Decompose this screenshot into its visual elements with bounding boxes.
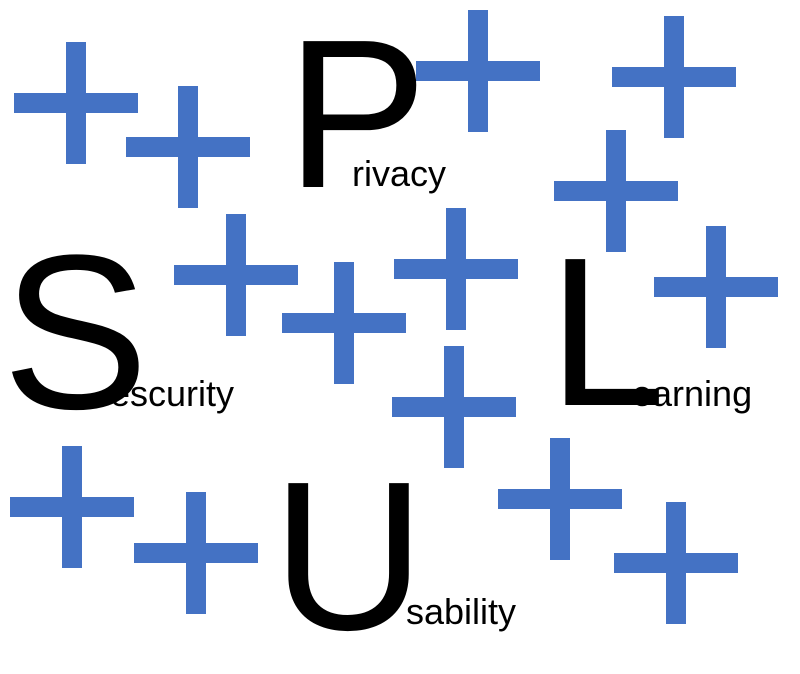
term-privacy-rest: rivacy xyxy=(352,153,447,194)
plus-icon xyxy=(394,208,518,330)
letter-s: S xyxy=(2,209,149,455)
term-security-rest: escurity xyxy=(110,373,235,414)
plus-icon xyxy=(612,16,736,138)
plus-icon xyxy=(554,130,678,252)
term-usability-rest: sability xyxy=(406,591,517,632)
plus-icon xyxy=(392,346,516,468)
plus-icon xyxy=(134,492,258,614)
plus-icon xyxy=(416,10,540,132)
letter-p: P xyxy=(286,0,428,232)
plus-icon xyxy=(126,86,250,208)
plus-icon xyxy=(10,446,134,568)
plus-icon xyxy=(498,438,622,560)
term-learning-rest: earning xyxy=(632,373,753,414)
acronym-diagram: P rivacy S escurity L earning U sability xyxy=(2,0,778,662)
letter-l: L xyxy=(548,213,666,450)
plus-icon xyxy=(14,42,138,164)
plus-icon xyxy=(174,214,298,336)
letter-u: U xyxy=(272,437,426,674)
plus-icon xyxy=(614,502,738,624)
plus-icon xyxy=(654,226,778,348)
plus-icon xyxy=(282,262,406,384)
